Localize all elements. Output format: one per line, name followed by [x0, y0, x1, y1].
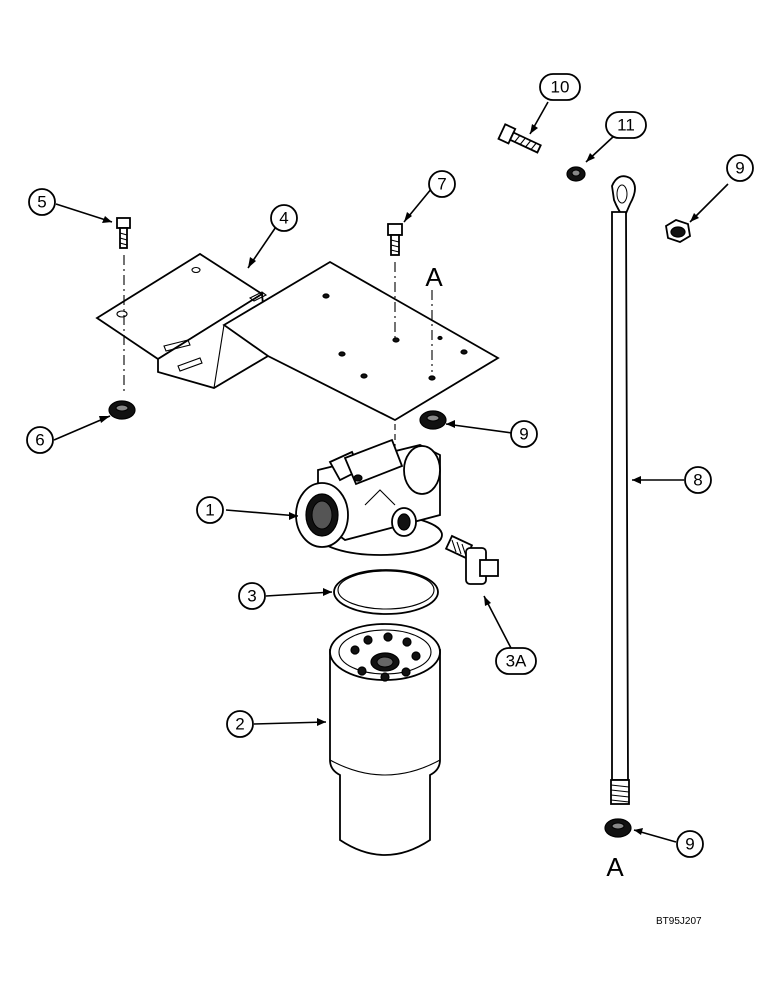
lock-washer-11: [566, 166, 586, 182]
svg-text:7: 7: [437, 175, 446, 194]
callout-7: 7: [428, 170, 456, 198]
svg-text:6: 6: [35, 431, 44, 450]
bolt-10: [497, 123, 542, 154]
svg-text:3A: 3A: [506, 652, 527, 671]
callout-11: 11: [605, 111, 647, 139]
bolt-7: [387, 223, 403, 256]
svg-text:9: 9: [735, 159, 744, 178]
filter-head: [295, 438, 443, 556]
seal-ring: [333, 569, 439, 615]
svg-text:11: 11: [617, 116, 635, 135]
callout-4: 4: [270, 204, 298, 232]
callout-6: 6: [26, 426, 54, 454]
svg-text:2: 2: [235, 715, 244, 734]
svg-text:9: 9: [519, 425, 528, 444]
bolt-5: [116, 217, 131, 249]
svg-text:5: 5: [37, 193, 46, 212]
svg-text:10: 10: [551, 78, 570, 97]
svg-text:4: 4: [279, 209, 288, 228]
svg-text:8: 8: [693, 471, 702, 490]
callout-3a: 3A: [495, 647, 537, 675]
callout-1: 1: [196, 496, 224, 524]
callout-5: 5: [28, 188, 56, 216]
figure-code: BT95J207: [656, 916, 702, 927]
reference-mark-bottom: A: [606, 852, 624, 882]
leader-lines: [53, 101, 729, 843]
callout-9-bottom: 9: [676, 830, 704, 858]
callout-2: 2: [226, 710, 254, 738]
callout-3: 3: [238, 582, 266, 610]
flange-nut-9-mid: [419, 410, 447, 430]
callout-8: 8: [684, 466, 712, 494]
filter-element: [329, 623, 441, 856]
svg-text:1: 1: [205, 501, 214, 520]
drain-fitting: [444, 534, 499, 585]
nut-9-top: [665, 219, 691, 243]
support-rod: [610, 175, 636, 805]
flange-nut-9-bottom: [604, 818, 632, 838]
flange-nut-6: [108, 400, 136, 420]
callout-9-mid: 9: [510, 420, 538, 448]
callout-9-top: 9: [726, 154, 754, 182]
reference-mark-top: A: [425, 262, 443, 292]
callout-10: 10: [539, 73, 581, 101]
mounting-bracket: [95, 252, 500, 422]
svg-text:9: 9: [685, 835, 694, 854]
svg-text:3: 3: [247, 587, 256, 606]
